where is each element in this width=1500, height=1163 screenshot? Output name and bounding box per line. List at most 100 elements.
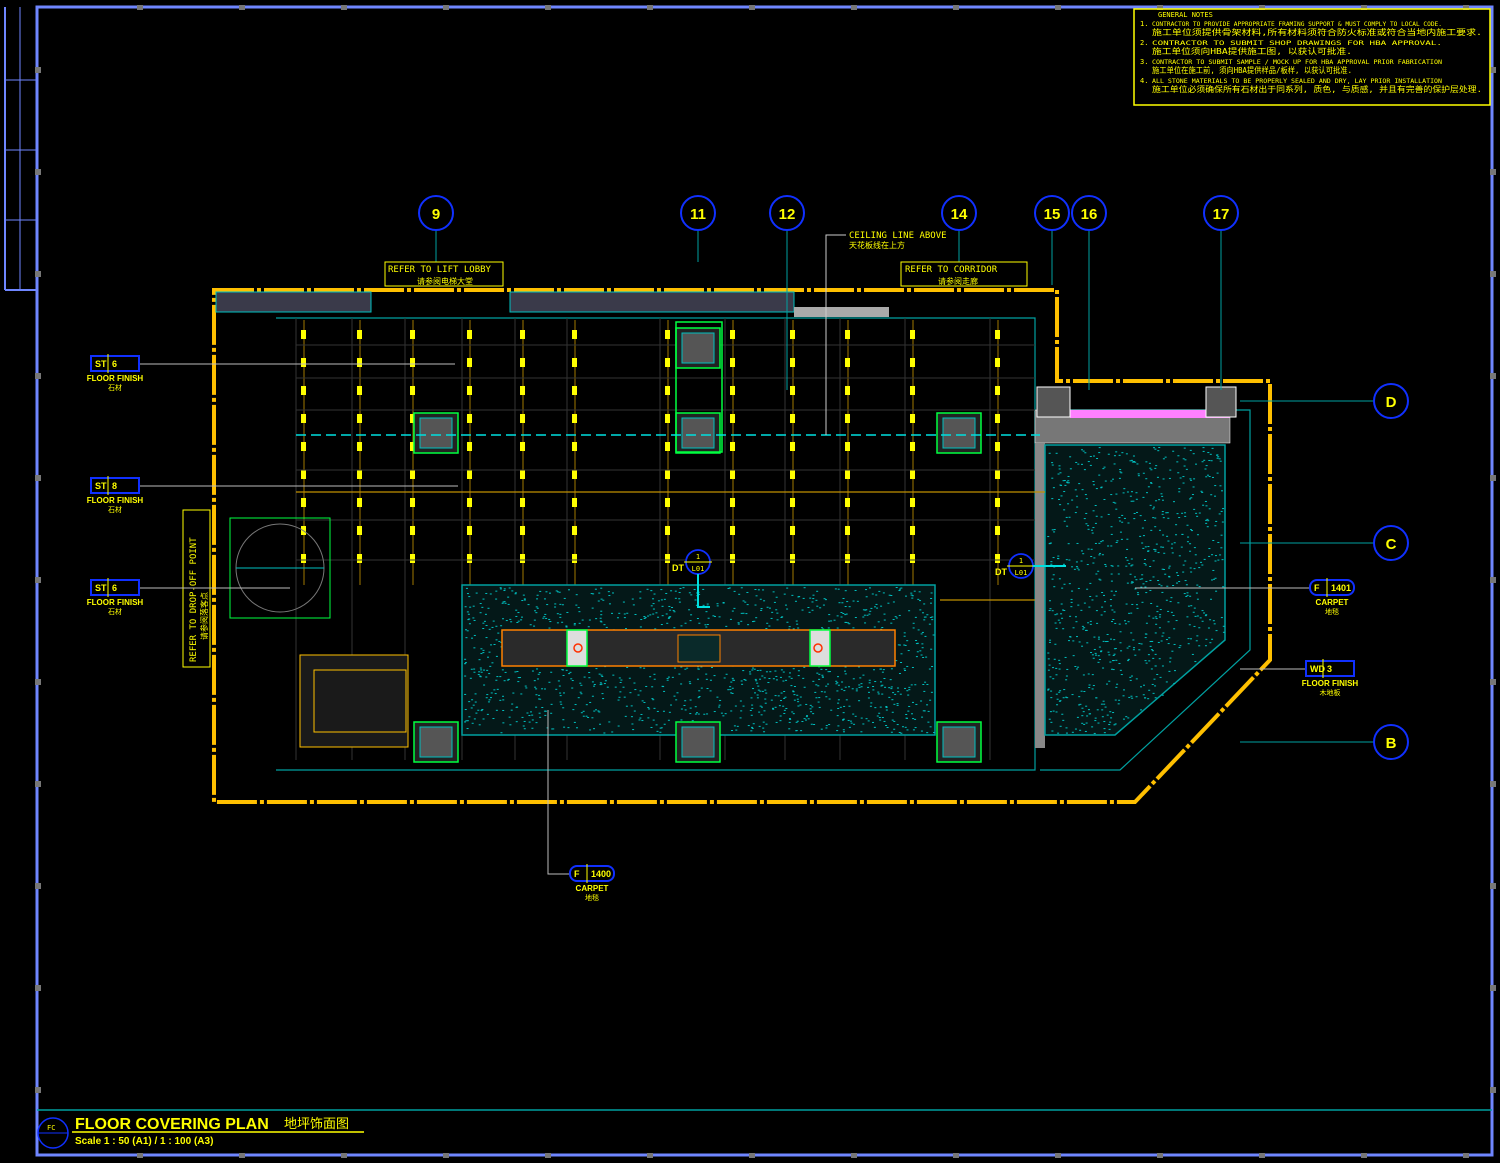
carpet-speck [533, 619, 536, 621]
dimension-text-mark [520, 470, 525, 479]
grid-bubble-col-12[interactable]: 12 [769, 195, 805, 390]
carpet-speck [1177, 455, 1180, 457]
grid-bubble-row-D[interactable]: D [1240, 383, 1409, 419]
carpet-speck [868, 613, 871, 615]
carpet-speck [1114, 723, 1117, 725]
reference-lift-lobby[interactable]: REFER TO LIFT LOBBY 请参阅电梯大堂 [384, 261, 504, 287]
carpet-speck [872, 689, 875, 691]
carpet-speck [918, 591, 921, 593]
grid-bubble-col-14[interactable]: 14 [941, 195, 977, 262]
carpet-speck [545, 591, 548, 593]
carpet-speck [1109, 599, 1112, 601]
carpet-speck [1110, 494, 1113, 496]
carpet-speck [1115, 686, 1118, 688]
carpet-speck [522, 594, 525, 596]
carpet-speck [1196, 584, 1199, 586]
grid-bubble-col-9[interactable]: 9 [418, 195, 454, 262]
carpet-speck [753, 668, 756, 670]
frame-tick [443, 5, 449, 10]
carpet-speck [1147, 654, 1150, 656]
carpet-speck [580, 693, 583, 695]
frame-tick [749, 1153, 755, 1158]
carpet-speck [888, 594, 891, 596]
dimension-text-mark [665, 442, 670, 451]
tag-label-cn: 地毯 [1325, 607, 1339, 616]
carpet-speck [649, 614, 652, 616]
note-number: 4. [1140, 77, 1148, 85]
carpet-speck [1108, 724, 1111, 726]
carpet-speck [931, 616, 934, 618]
carpet-speck [1136, 463, 1139, 465]
grid-bubble-row-B[interactable]: B [1240, 724, 1409, 760]
grid-bubble-label: 9 [432, 206, 440, 223]
grid-bubble-col-16[interactable]: 16 [1071, 195, 1107, 390]
carpet-speck [565, 626, 568, 628]
carpet-speck [844, 590, 847, 592]
frame-tick [647, 1153, 653, 1158]
carpet-speck [873, 626, 876, 628]
carpet-speck [479, 676, 482, 678]
reference-corridor[interactable]: REFER TO CORRIDOR 请参阅走廊 [900, 261, 1028, 287]
carpet-speck [731, 687, 734, 689]
carpet-speck [914, 616, 917, 618]
carpet-speck [725, 673, 728, 675]
carpet-speck [789, 718, 792, 720]
grid-bubble-row-C[interactable]: C [1240, 525, 1409, 561]
grid-bubble-col-15[interactable]: 15 [1034, 195, 1070, 285]
carpet-speck [548, 592, 551, 594]
grid-bubble-col-11[interactable]: 11 [680, 195, 716, 262]
carpet-speck [603, 732, 606, 734]
carpet-speck [1086, 642, 1089, 644]
carpet-speck [643, 615, 646, 617]
carpet-speck [1124, 620, 1127, 622]
grid-bubble-col-17[interactable]: 17 [1203, 195, 1239, 390]
tag-box [1305, 660, 1355, 677]
carpet-speck [1168, 637, 1171, 639]
carpet-speck [851, 688, 854, 690]
carpet-speck [1188, 624, 1191, 626]
carpet-speck [1215, 630, 1218, 632]
carpet-speck [722, 602, 725, 604]
carpet-speck [1075, 668, 1078, 670]
frame-tick [239, 5, 245, 10]
carpet-speck [924, 635, 927, 637]
tag-box [569, 865, 615, 882]
carpet-speck [1085, 512, 1088, 514]
carpet-speck [568, 589, 571, 591]
carpet-speck [840, 616, 843, 618]
grid-bubble-circle [769, 195, 805, 231]
carpet-speck [578, 622, 581, 624]
carpet-speck [593, 683, 596, 685]
carpet-speck [516, 671, 519, 673]
carpet-speck [580, 684, 583, 686]
carpet-speck [632, 729, 635, 731]
carpet-speck [1055, 667, 1058, 669]
carpet-speck [502, 709, 505, 711]
carpet-speck [1185, 584, 1188, 586]
carpet-speck [568, 673, 571, 675]
carpet-speck [1049, 608, 1052, 610]
dimension-text-mark [845, 470, 850, 479]
grid-bubble-label: 12 [779, 206, 796, 223]
carpet-speck [1071, 566, 1074, 568]
carpet-speck [1166, 535, 1169, 537]
carpet-speck [1135, 696, 1138, 698]
carpet-speck [1077, 463, 1080, 465]
carpet-speck [1138, 642, 1141, 644]
carpet-speck [1163, 552, 1166, 554]
carpet-speck [903, 632, 906, 634]
carpet-speck [714, 615, 717, 617]
dimension-text-mark [845, 554, 850, 563]
carpet-speck [1102, 468, 1105, 470]
carpet-speck [728, 587, 731, 589]
carpet-speck [1118, 623, 1121, 625]
